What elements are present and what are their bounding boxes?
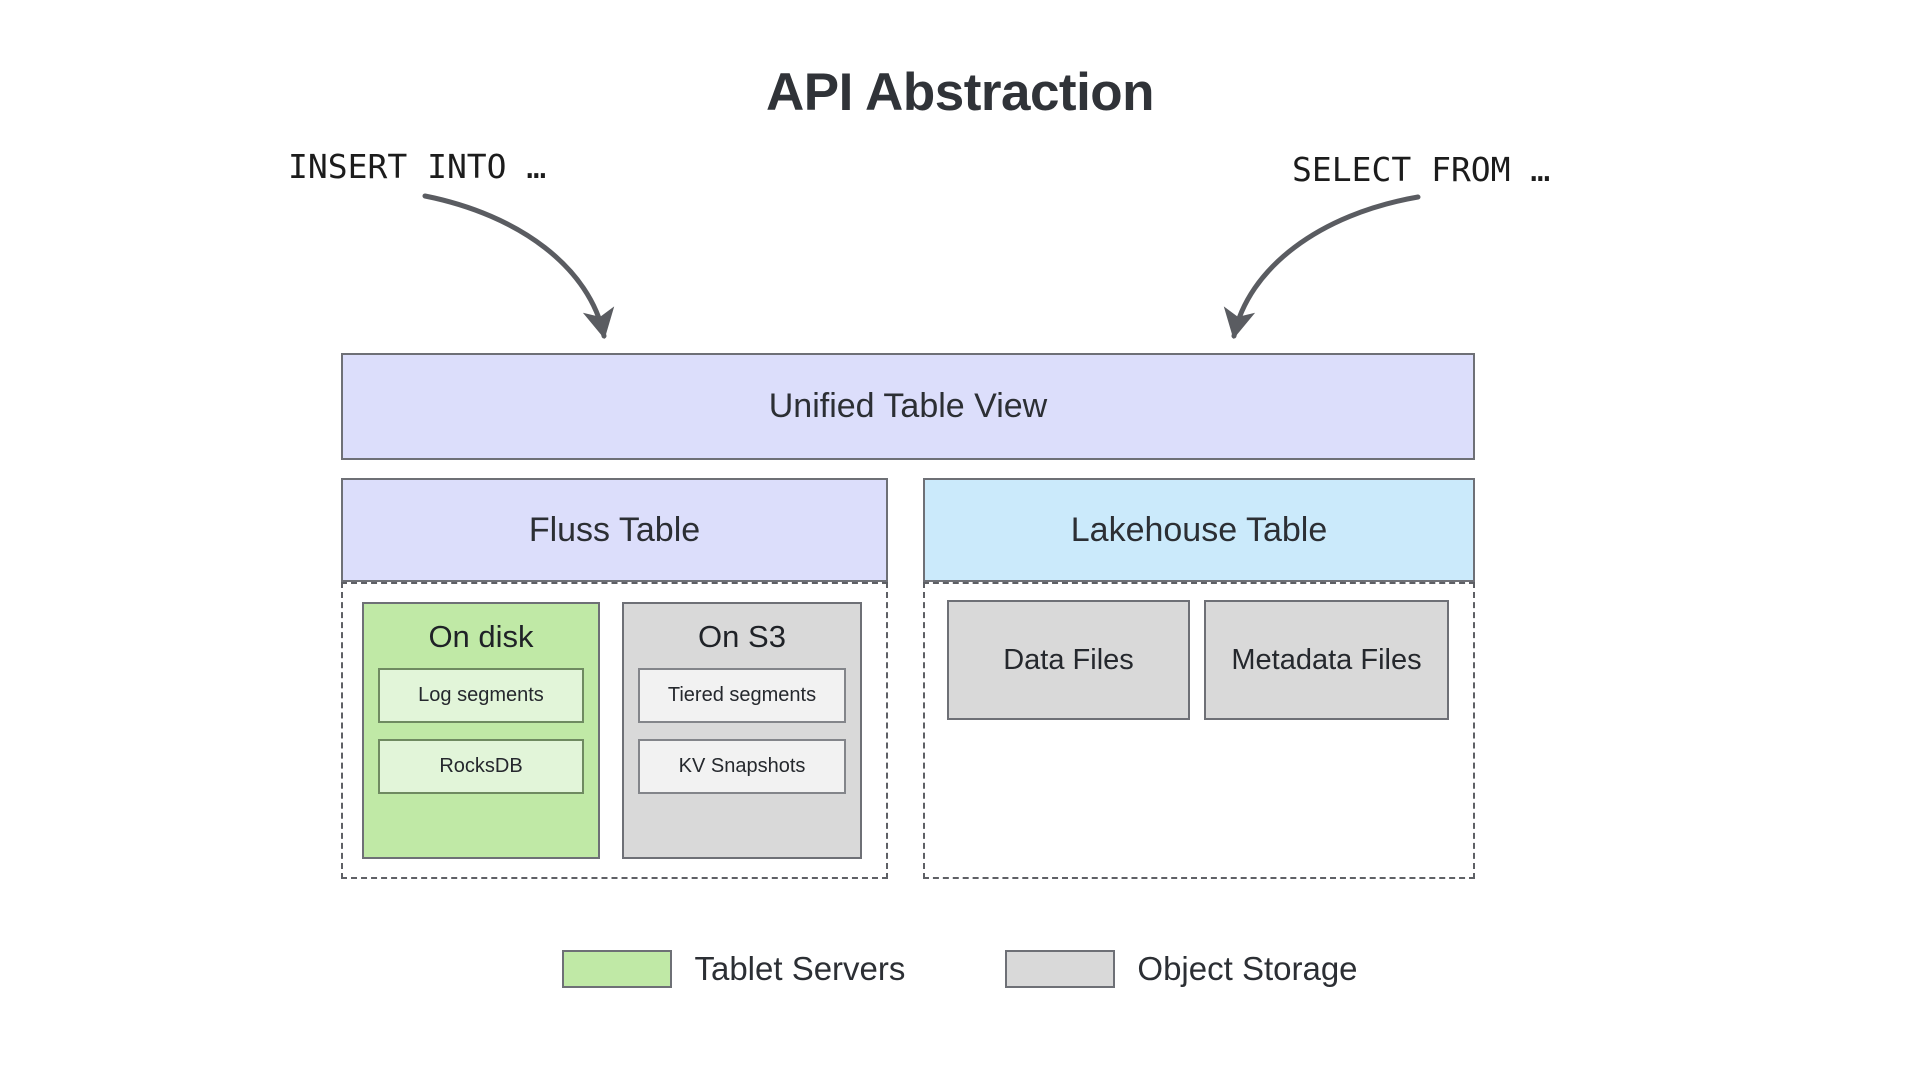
fluss-table-body [341,582,888,879]
select-query-label: SELECT FROM … [1292,150,1551,189]
unified-table-view-box[interactable]: Unified Table View [341,353,1475,460]
legend: Tablet Servers Object Storage [0,950,1920,988]
on-disk-title: On disk [428,619,534,654]
fluss-table-label: Fluss Table [528,510,701,549]
data-files-label: Data Files [1003,644,1134,676]
lakehouse-table-header[interactable]: Lakehouse Table [923,478,1475,582]
kv-snapshots-box[interactable]: KV Snapshots [638,739,846,794]
lakehouse-table-body [923,582,1475,879]
on-s3-group[interactable]: On S3 Tiered segments KV Snapshots [622,602,862,859]
on-s3-title: On S3 [698,619,786,654]
legend-label-tablet-servers: Tablet Servers [694,950,906,987]
metadata-files-label: Metadata Files [1231,644,1422,676]
insert-arrow [422,193,615,339]
tiered-segments-box[interactable]: Tiered segments [638,668,846,723]
insert-query-label: INSERT INTO … [288,147,547,186]
data-files-box[interactable]: Data Files [947,600,1190,720]
legend-swatch-tablet-servers [562,950,673,988]
legend-item-tablet-servers: Tablet Servers [562,950,905,988]
lakehouse-table-label: Lakehouse Table [1070,510,1328,549]
unified-table-view-label: Unified Table View [768,387,1048,425]
log-segments-box[interactable]: Log segments [378,668,584,723]
legend-swatch-object-storage [1005,950,1116,988]
select-arrow [1223,194,1421,339]
page-title: API Abstraction [765,63,1155,122]
rocksdb-box[interactable]: RocksDB [378,739,584,794]
metadata-files-box[interactable]: Metadata Files [1204,600,1449,720]
legend-label-object-storage: Object Storage [1137,950,1358,987]
on-disk-group[interactable]: On disk Log segments RocksDB [362,602,600,859]
fluss-table-header[interactable]: Fluss Table [341,478,888,582]
legend-item-object-storage: Object Storage [1005,950,1358,988]
